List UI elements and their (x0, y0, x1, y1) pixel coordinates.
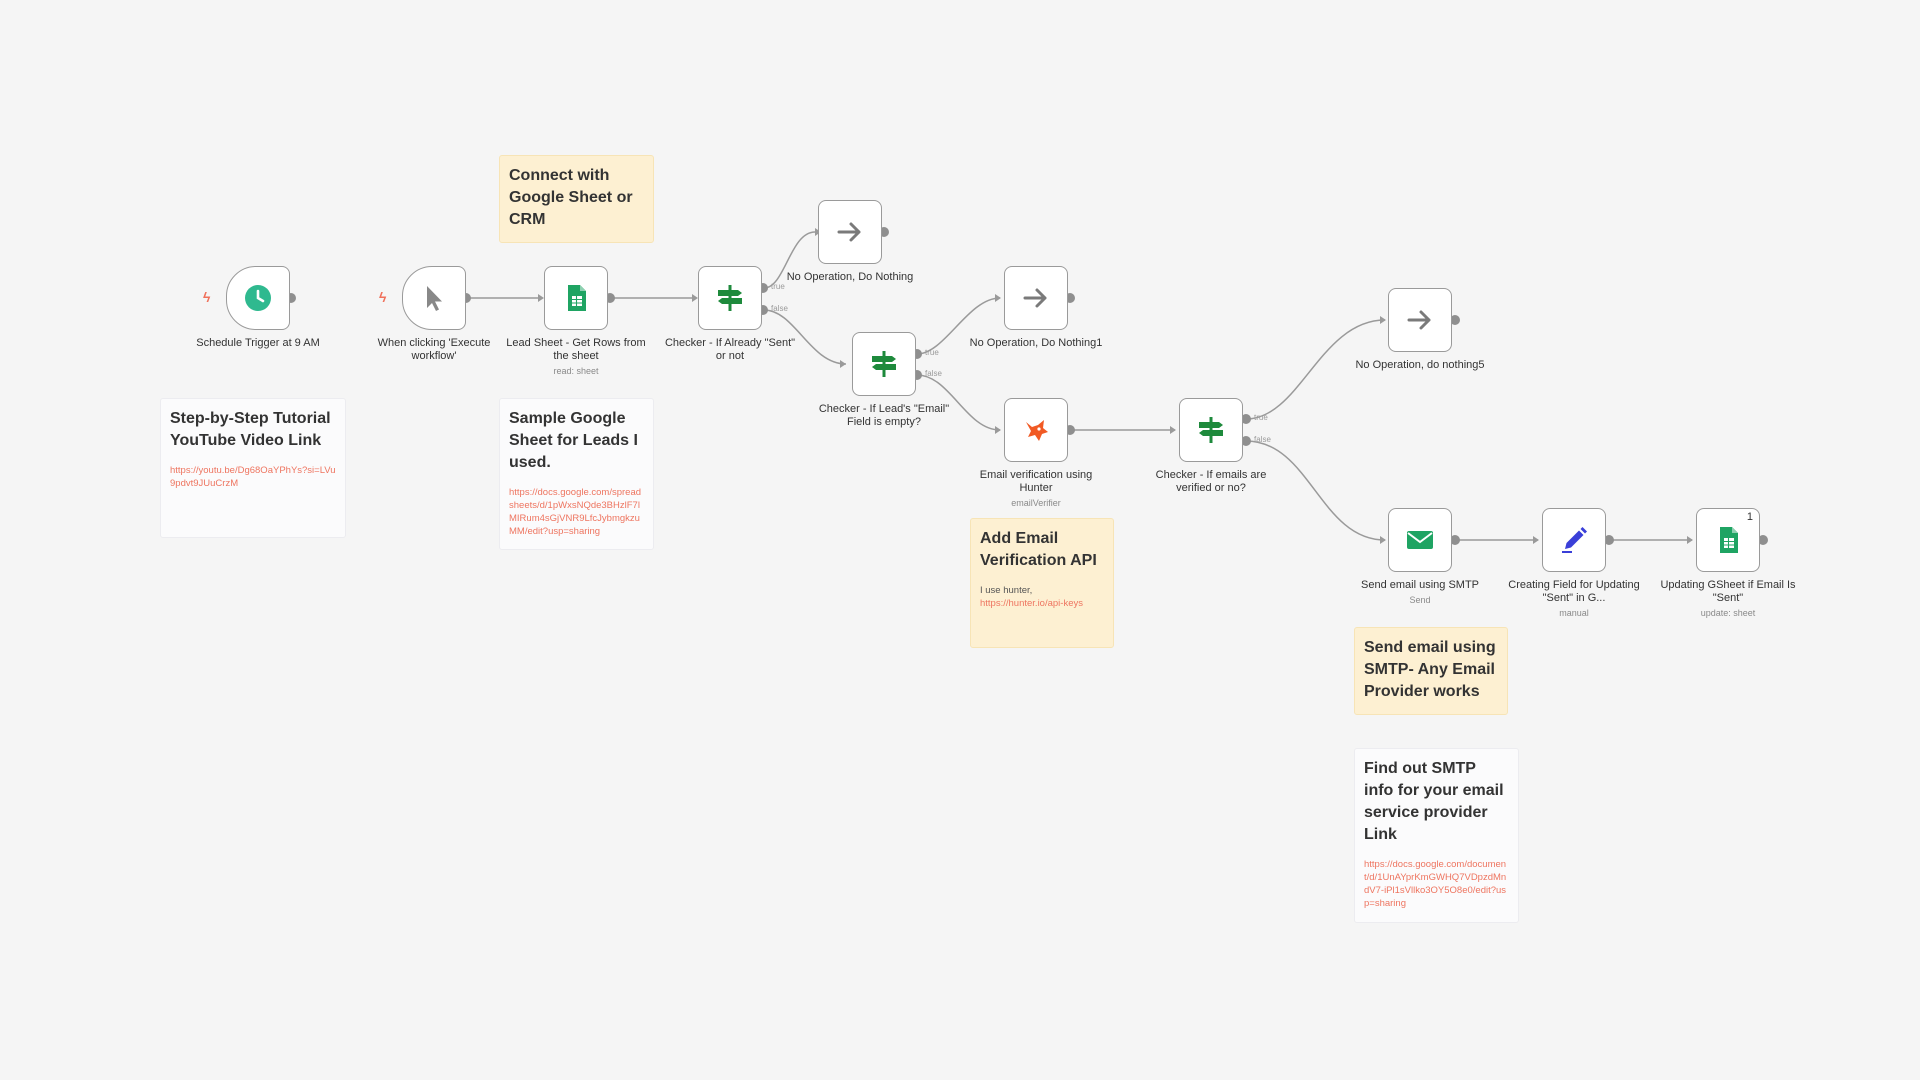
port-label-true: true (925, 348, 939, 357)
sticky-title: Find out SMTP info for your email servic… (1364, 760, 1504, 843)
node-label: Checker - If Lead's "Email" Field is emp… (818, 403, 950, 428)
if-signpost-icon (868, 348, 900, 380)
arrow-right-icon (1404, 304, 1436, 336)
sticky-note-sample-sheet[interactable]: Sample Google Sheet for Leads I used. ht… (499, 398, 654, 550)
pencil-icon (1558, 524, 1590, 556)
node-hunter-verification[interactable] (1004, 398, 1068, 462)
sticky-title: Step-by-Step Tutorial YouTube Video Link (170, 410, 331, 449)
node-label: Updating GSheet if Email Is "Sent" updat… (1660, 579, 1796, 618)
node-checker-verified[interactable] (1179, 398, 1243, 462)
if-signpost-icon (1195, 414, 1227, 446)
node-schedule-trigger[interactable] (226, 266, 290, 330)
execution-count-badge: 1 (1746, 511, 1753, 523)
node-label: No Operation, Do Nothing (786, 271, 914, 283)
node-checker-sent[interactable] (698, 266, 762, 330)
node-lead-sheet[interactable] (544, 266, 608, 330)
port-label-false: false (1254, 435, 1271, 444)
sticky-title: Send email using SMTP- Any Email Provide… (1364, 639, 1496, 700)
node-label: Creating Field for Updating "Sent" in G.… (1508, 579, 1640, 618)
sticky-title: Sample Google Sheet for Leads I used. (509, 410, 638, 471)
node-manual-trigger[interactable] (402, 266, 466, 330)
sticky-note-smtp[interactable]: Send email using SMTP- Any Email Provide… (1354, 627, 1508, 715)
node-label: When clicking 'Execute workflow' (377, 337, 491, 362)
hunter-fox-icon (1020, 414, 1052, 446)
google-sheets-icon (1712, 524, 1744, 556)
port-label-true: true (1254, 413, 1268, 422)
sticky-note-connect[interactable]: Connect with Google Sheet or CRM (499, 155, 654, 243)
sticky-note-tutorial[interactable]: Step-by-Step Tutorial YouTube Video Link… (160, 398, 346, 538)
hunter-api-link[interactable]: https://hunter.io/api-keys (980, 598, 1083, 609)
sticky-note-smtp-info[interactable]: Find out SMTP info for your email servic… (1354, 748, 1519, 923)
node-label: Email verification using Hunter emailVer… (979, 469, 1093, 508)
clock-icon (242, 282, 274, 314)
sticky-note-text: I use hunter, (980, 585, 1033, 596)
port-label-true: true (771, 282, 785, 291)
node-send-email-smtp[interactable] (1388, 508, 1452, 572)
sticky-title: Connect with Google Sheet or CRM (509, 167, 633, 228)
node-noop-2[interactable] (1004, 266, 1068, 330)
smtp-info-link[interactable]: https://docs.google.com/document/d/1UnAY… (1364, 859, 1507, 909)
node-label: Checker - If Already "Sent" or not (664, 337, 796, 362)
node-noop-1[interactable] (818, 200, 882, 264)
google-sheets-icon (560, 282, 592, 314)
node-label: Checker - If emails are verified or no? (1155, 469, 1267, 494)
node-update-sheet[interactable]: 1 (1696, 508, 1760, 572)
arrow-right-icon (834, 216, 866, 248)
arrow-right-icon (1020, 282, 1052, 314)
port-label-false: false (925, 369, 942, 378)
node-label: No Operation, Do Nothing1 (969, 337, 1103, 349)
node-label: Send email using SMTP Send (1361, 579, 1479, 605)
node-label: Schedule Trigger at 9 AM (196, 337, 320, 349)
trigger-bolt-icon: ϟ (379, 289, 387, 305)
sticky-note-email-api[interactable]: Add Email Verification API I use hunter,… (970, 518, 1114, 648)
if-signpost-icon (714, 282, 746, 314)
trigger-bolt-icon: ϟ (203, 289, 211, 305)
cursor-icon (418, 282, 450, 314)
node-label: No Operation, do nothing5 (1355, 359, 1485, 371)
tutorial-video-link[interactable]: https://youtu.be/Dg68OaYPhYs?si=LVu9pdvt… (170, 465, 336, 489)
node-checker-email[interactable] (852, 332, 916, 396)
envelope-icon (1404, 524, 1436, 556)
node-noop-3[interactable] (1388, 288, 1452, 352)
sticky-title: Add Email Verification API (980, 530, 1097, 569)
node-label: Lead Sheet - Get Rows from the sheet rea… (506, 337, 646, 376)
sample-sheet-link[interactable]: https://docs.google.com/spreadsheets/d/1… (509, 487, 642, 537)
node-set-field[interactable] (1542, 508, 1606, 572)
port-label-false: false (771, 304, 788, 313)
